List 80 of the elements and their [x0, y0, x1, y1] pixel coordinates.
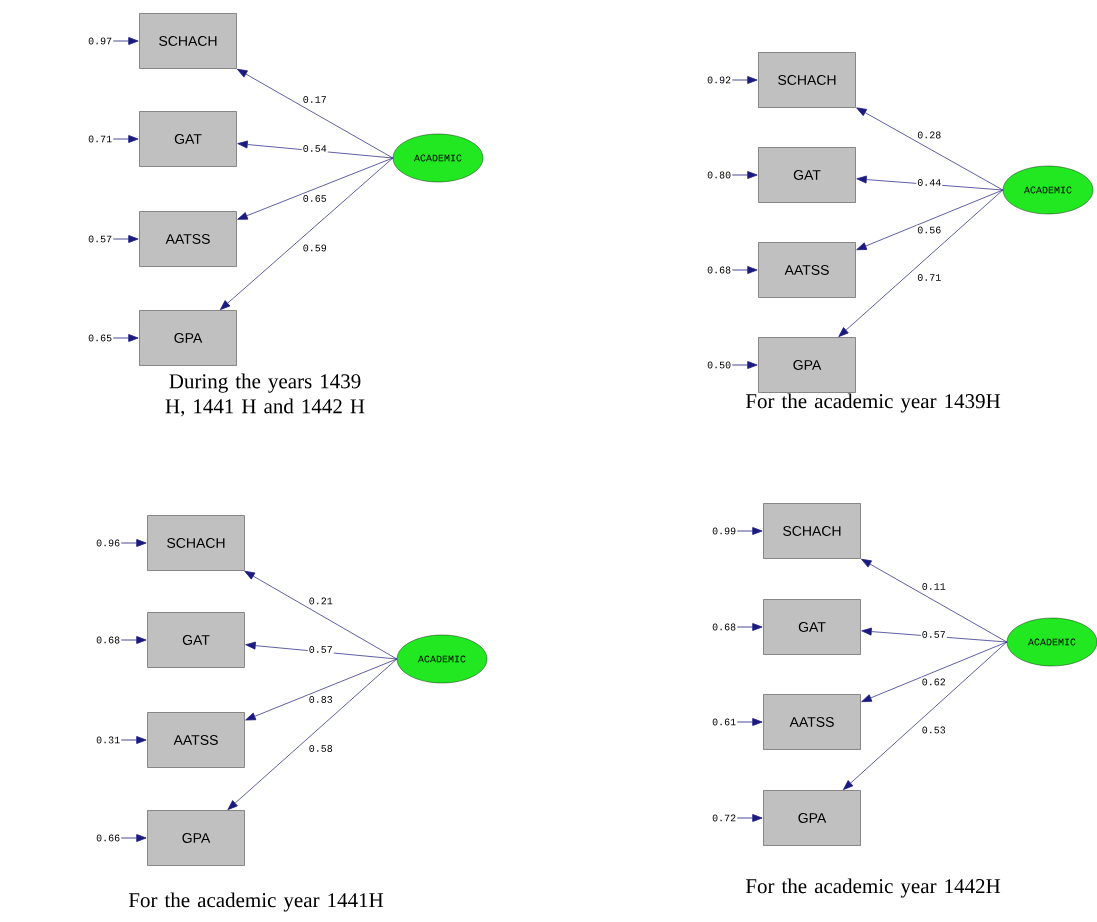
edge-label: 0.65 [88, 334, 112, 342]
arrow [856, 189, 1004, 251]
edge-label: 0.58 [307, 744, 334, 753]
edge-label: 0.28 [916, 130, 943, 140]
arrow [843, 641, 1008, 790]
arrow [856, 107, 1004, 191]
edge-label: 0.53 [920, 725, 947, 735]
arrow [731, 266, 758, 274]
variable-box: GPA [758, 337, 856, 393]
edge-label: 0.62 [920, 677, 947, 687]
edge-label: 0.68 [712, 623, 736, 631]
edge-label: 0.65 [301, 194, 328, 203]
edge-label: 0.11 [920, 582, 947, 591]
variable-box: GPA [763, 790, 861, 846]
variable-box: AATSS [763, 694, 861, 750]
edge-label: 0.57 [920, 630, 947, 639]
edge-label: 0.71 [88, 135, 112, 143]
arrow [861, 641, 1008, 702]
variable-box: GAT [763, 599, 861, 655]
edge-label: 0.31 [96, 736, 120, 744]
edge-label: 0.97 [88, 37, 112, 45]
arrow [227, 658, 398, 810]
variable-box: AATSS [139, 211, 237, 267]
edge-label: 0.50 [707, 361, 731, 369]
arrow [112, 135, 139, 143]
arrow [245, 658, 398, 721]
arrow [120, 736, 147, 744]
arrow [731, 76, 758, 84]
arrow [237, 140, 394, 159]
variable-box: AATSS [147, 712, 245, 768]
edge-label: 0.72 [712, 814, 736, 822]
edge-label: 0.71 [916, 273, 943, 282]
variable-box: GPA [147, 810, 245, 866]
edge-label: 0.56 [916, 225, 943, 235]
edge-label: 0.57 [307, 645, 334, 654]
variable-box: AATSS [758, 242, 856, 298]
edge-label: 0.80 [707, 171, 731, 179]
edge-label: 0.21 [307, 596, 334, 606]
arrow [112, 235, 139, 243]
arrow [120, 539, 147, 547]
edge-label: 0.99 [712, 527, 736, 535]
arrow [856, 175, 1004, 191]
edge-label: 0.17 [301, 95, 328, 104]
arrow [838, 189, 1004, 337]
variable-box: GAT [147, 612, 245, 668]
arrow [237, 157, 394, 220]
edge-label: 0.61 [712, 718, 736, 726]
variable-box: SCHACH [147, 515, 245, 571]
arrow [120, 834, 147, 842]
edge-label: 0.59 [301, 243, 328, 253]
variable-box: SCHACH [763, 503, 861, 559]
variable-box: GAT [758, 147, 856, 203]
variable-box: GPA [139, 310, 237, 366]
arrow [245, 641, 398, 660]
edge-label: 0.44 [916, 178, 943, 187]
arrow [112, 334, 139, 342]
arrow [731, 171, 758, 179]
arrow [861, 558, 1008, 643]
arrow [112, 37, 139, 45]
edge-label: 0.92 [707, 76, 731, 84]
arrow [219, 157, 394, 310]
edge-label: 0.54 [301, 144, 328, 153]
edge-label: 0.83 [307, 695, 334, 704]
edge-label: 0.96 [96, 539, 120, 547]
arrow [736, 814, 763, 822]
edge-label: 0.57 [88, 235, 112, 243]
arrow [120, 636, 147, 644]
edge-label: 0.68 [707, 266, 731, 274]
arrow [736, 527, 763, 535]
variable-box: SCHACH [758, 52, 856, 108]
arrow [736, 718, 763, 726]
variable-box: GAT [139, 111, 237, 167]
variable-box: SCHACH [139, 13, 237, 69]
arrow [861, 627, 1008, 643]
arrow [731, 361, 758, 369]
arrow [244, 570, 398, 660]
edge-label: 0.66 [96, 834, 120, 842]
arrow [736, 623, 763, 631]
edge-label: 0.68 [96, 636, 120, 644]
arrow [237, 68, 394, 159]
